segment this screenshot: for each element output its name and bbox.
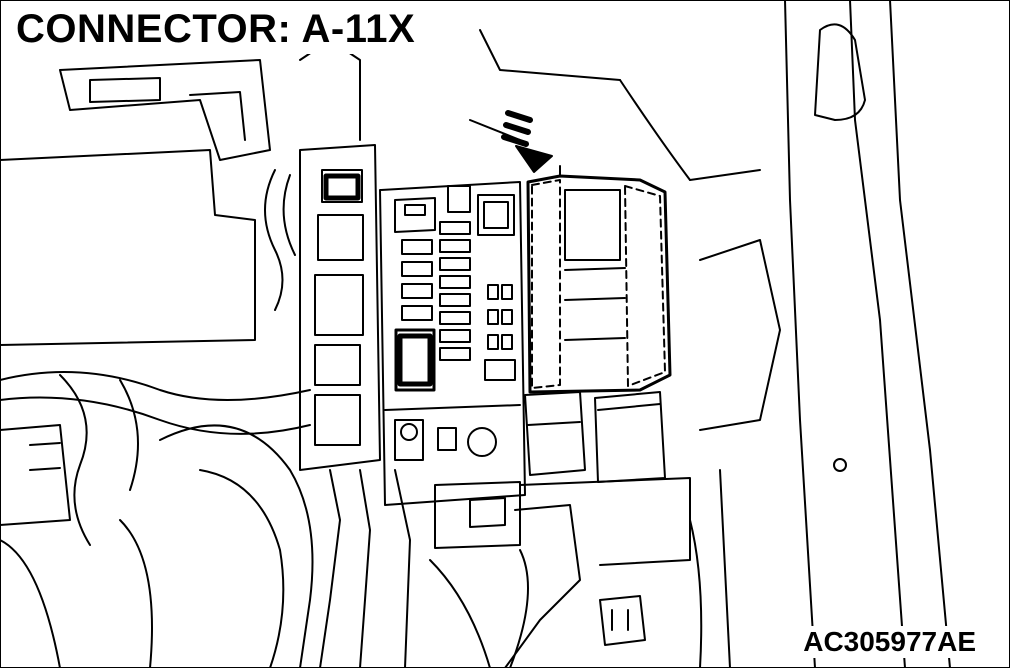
a-11x-connector bbox=[526, 165, 672, 394]
lower-relays bbox=[434, 391, 691, 566]
down-arrow-icon bbox=[501, 110, 553, 173]
figure-title: CONNECTOR: A-11X bbox=[14, 6, 422, 54]
figure-code: AC305977AE bbox=[799, 626, 980, 658]
wire-harness bbox=[0, 371, 731, 668]
relay-column bbox=[264, 144, 381, 471]
body-panel bbox=[619, 0, 951, 668]
fuse-box bbox=[379, 181, 526, 506]
